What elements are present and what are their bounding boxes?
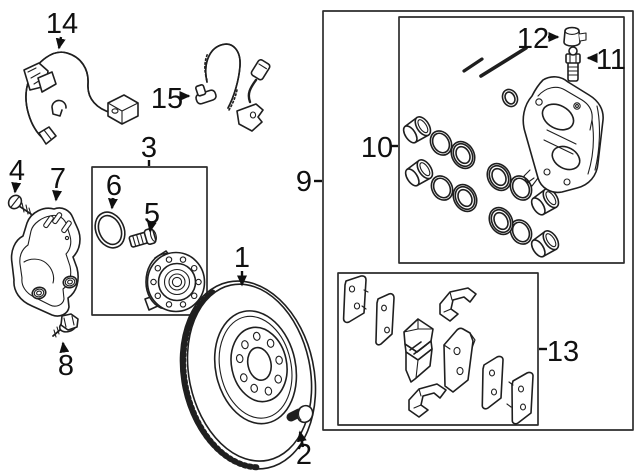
callout-14-label[interactable]: 14 — [46, 8, 78, 40]
brake-rotor-drawing — [179, 280, 317, 471]
callout-3-label[interactable]: 3 — [141, 132, 157, 164]
callout-14: 14 — [46, 8, 78, 50]
callout-6-label[interactable]: 6 — [106, 170, 122, 202]
pad-kit-box — [337, 272, 539, 426]
rotor-screw-drawing — [286, 404, 314, 424]
o-ring-drawing — [94, 211, 126, 249]
shield-bolt-drawing — [52, 313, 79, 338]
brake-pad-kit-drawing — [342, 275, 534, 425]
callout-10-label[interactable]: 10 — [361, 132, 393, 164]
callout-12: 12 — [517, 23, 560, 55]
callout-15-label[interactable]: 15 — [151, 83, 183, 115]
callout-11-label[interactable]: 11 — [596, 44, 626, 76]
callout-5-label[interactable]: 5 — [144, 198, 160, 230]
callout-7: 7 — [50, 163, 66, 202]
callout-3: 3 — [141, 132, 157, 166]
callout-15: 15 — [151, 83, 191, 115]
callout-1: 1 — [234, 242, 250, 287]
brake-caliper-drawing — [522, 76, 604, 194]
piston-seal-kit-drawing — [402, 115, 560, 258]
callout-10: 10 — [361, 132, 398, 164]
hub-bearing-drawing — [144, 250, 206, 313]
bleeder-screw-drawing — [565, 46, 581, 82]
callout-13: 13 — [539, 336, 579, 368]
callout-12-label[interactable]: 12 — [517, 23, 549, 55]
callout-7-label[interactable]: 7 — [50, 163, 66, 195]
abs-sensor-harness-drawing — [195, 43, 271, 132]
callout-9-label[interactable]: 9 — [296, 166, 312, 198]
callout-1-label[interactable]: 1 — [234, 242, 250, 274]
shield-screw-drawing — [7, 194, 32, 216]
callout-13-label[interactable]: 13 — [547, 336, 579, 368]
brake-hose-drawing — [23, 51, 139, 145]
callout-5: 5 — [144, 198, 160, 233]
guide-pins-drawing — [462, 46, 528, 108]
callout-4: 4 — [9, 155, 25, 194]
callout-4-label[interactable]: 4 — [9, 155, 25, 187]
callout-2-label[interactable]: 2 — [296, 439, 312, 471]
callout-6: 6 — [106, 170, 122, 210]
callout-8-label[interactable]: 8 — [58, 350, 74, 382]
hub-bolt-drawing — [128, 227, 157, 248]
bleeder-cap-drawing — [563, 26, 587, 47]
callout-9: 9 — [296, 166, 322, 198]
splash-shield-drawing — [10, 207, 81, 317]
callout-8: 8 — [58, 341, 74, 382]
callout-2: 2 — [296, 430, 312, 471]
callout-11: 11 — [586, 44, 626, 76]
